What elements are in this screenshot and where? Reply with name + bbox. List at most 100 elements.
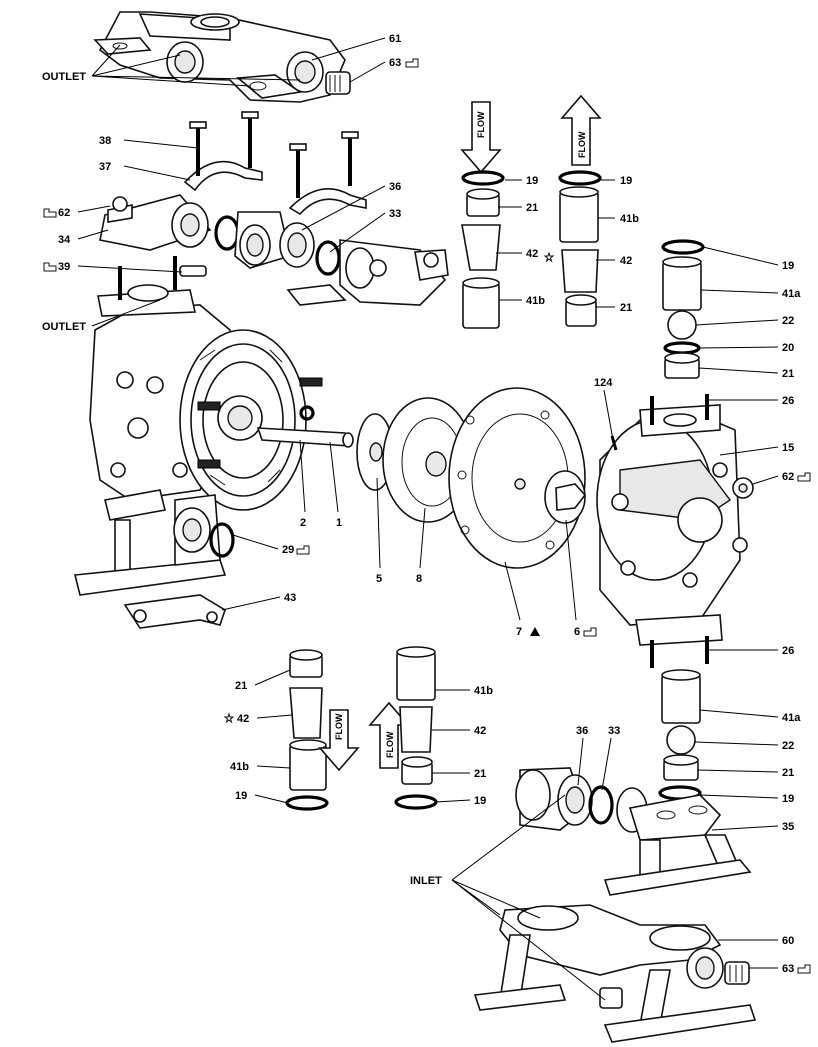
ball-22-top <box>667 310 697 340</box>
air-valve-center-section <box>179 329 323 511</box>
label-26-bot: 26 <box>782 645 794 657</box>
label-19-f: 19 <box>782 793 794 805</box>
oring-20 <box>663 341 701 355</box>
pointing-hand-icon <box>583 627 597 637</box>
label-42-b: 42 <box>620 255 632 267</box>
outlet-manifold-61 <box>93 11 346 103</box>
label-42-e: 42 <box>474 725 486 737</box>
oring-33-top-right <box>315 240 341 276</box>
stack-d <box>285 649 329 811</box>
label-7: 7 <box>516 626 522 638</box>
flow-arrow-up-bottom: FLOW <box>368 701 410 769</box>
label-2: 2 <box>300 517 306 529</box>
label-21-a: 21 <box>526 202 538 214</box>
oring-33-top-left <box>214 215 240 251</box>
elbow-36-left <box>234 211 291 269</box>
label-8: 8 <box>416 573 422 585</box>
oring-29 <box>209 522 235 558</box>
flow-label: FLOW <box>476 111 486 138</box>
inlet-manifold-60 <box>473 904 757 1043</box>
label-34: 34 <box>58 234 71 246</box>
seat-41a-top <box>662 256 702 311</box>
label-20: 20 <box>782 342 794 354</box>
label-1: 1 <box>336 517 342 529</box>
flow-arrow-down-bottom: FLOW <box>318 709 360 772</box>
label-62-right: 62 <box>782 471 794 483</box>
label-41b-a: 41b <box>526 295 545 307</box>
pointing-hand-icon <box>405 58 419 68</box>
label-36-top: 36 <box>389 181 401 193</box>
label-63-top: 63 <box>389 57 401 69</box>
leader-lines <box>77 37 779 1001</box>
label-19-a: 19 <box>526 175 538 187</box>
label-61: 61 <box>389 33 401 45</box>
label-22-top: 22 <box>782 315 794 327</box>
triangle-filled-icon <box>530 627 540 636</box>
label-21-b: 21 <box>620 302 632 314</box>
label-38: 38 <box>99 135 111 147</box>
label-36-bot: 36 <box>576 725 588 737</box>
plug-63-bottom <box>724 961 750 985</box>
label-124: 124 <box>594 377 613 389</box>
stack-b <box>558 170 602 327</box>
label-62-left: 62 <box>58 207 70 219</box>
nut-62-right <box>732 477 754 499</box>
flow-label: FLOW <box>577 131 587 158</box>
label-41b-b: 41b <box>620 213 639 225</box>
pointing-hand-icon <box>797 472 811 482</box>
label-29: 29 <box>282 544 294 556</box>
label-21-f: 21 <box>782 767 794 779</box>
label-35: 35 <box>782 821 794 833</box>
label-43: 43 <box>284 592 296 604</box>
flow-arrow-up-top: FLOW <box>560 94 602 166</box>
star-outline-icon <box>223 712 235 724</box>
label-6: 6 <box>574 626 580 638</box>
label-33-bot: 33 <box>608 725 620 737</box>
flow-arrow-down-top: FLOW <box>460 101 502 174</box>
label-42-d: 42 <box>237 713 249 725</box>
left-base-foot <box>74 489 227 596</box>
inlet-elbow-36 <box>515 767 593 831</box>
label-19-c: 19 <box>782 260 794 272</box>
stack-e <box>394 646 438 810</box>
label-37: 37 <box>99 161 111 173</box>
label-15: 15 <box>782 442 794 454</box>
label-63-bot: 63 <box>782 963 794 975</box>
label-5: 5 <box>376 573 382 585</box>
pointing-hand-icon <box>797 964 811 974</box>
plate-6 <box>544 470 587 524</box>
pointing-hand-icon <box>296 545 310 555</box>
group-label-outlet-top: OUTLET <box>42 71 86 83</box>
elbow-right-top <box>286 239 449 306</box>
stack-f <box>658 669 702 801</box>
label-33-top: 33 <box>389 208 401 220</box>
bolt-39 <box>179 265 207 277</box>
group-label-outlet-left: OUTLET <box>42 321 86 333</box>
label-21-c: 21 <box>782 368 794 380</box>
cage-21-right-top <box>664 352 700 379</box>
label-21-e: 21 <box>474 768 486 780</box>
shaft-1 <box>256 427 354 448</box>
foot-35 <box>603 794 752 896</box>
clamp-37 <box>183 160 367 216</box>
flow-label: FLOW <box>385 731 395 758</box>
oring-19-right-top <box>661 239 705 255</box>
stack-a <box>461 170 505 329</box>
group-label-inlet: INLET <box>410 875 442 887</box>
pointing-hand-icon <box>43 262 57 272</box>
label-19-d: 19 <box>235 790 247 802</box>
label-41b-e: 41b <box>474 685 493 697</box>
label-41b-d: 41b <box>230 761 249 773</box>
note-icons <box>43 58 811 974</box>
label-19-b: 19 <box>620 175 632 187</box>
bolts-38 <box>189 111 359 198</box>
spacer-36 <box>279 222 315 268</box>
star-outline-icon <box>543 251 555 263</box>
pointing-hand-icon <box>43 208 57 218</box>
elbow-34 <box>99 194 212 251</box>
label-19-e: 19 <box>474 795 486 807</box>
label-60: 60 <box>782 935 794 947</box>
flow-label: FLOW <box>334 713 344 740</box>
plug-63-top <box>325 71 351 95</box>
label-22-bot: 22 <box>782 740 794 752</box>
